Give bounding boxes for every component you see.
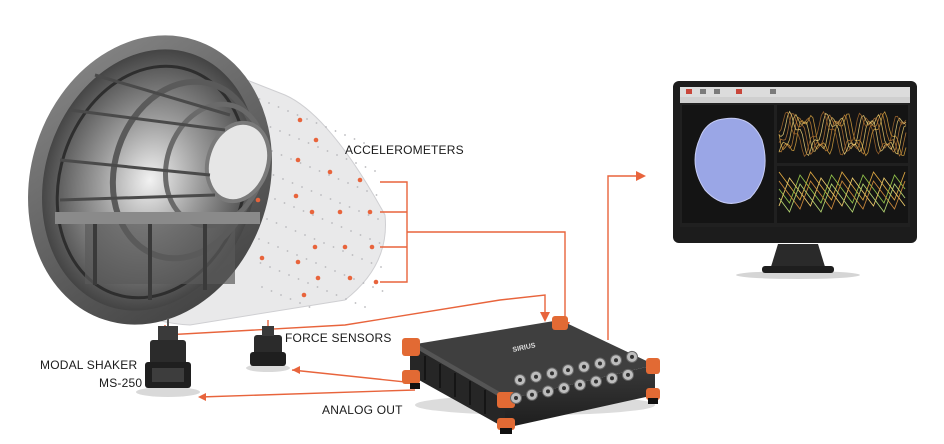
bnc-connector [578,360,590,373]
analog-out-line-1 [291,369,416,384]
bnc-connector [526,388,538,401]
accelerometer-point [373,279,379,285]
accelerometer-point [337,209,343,215]
accelerometer-point [312,244,318,250]
toolbar-icons [686,89,776,94]
bnc-connector [530,370,542,383]
accelerometer-point [259,255,265,261]
bnc-connector [514,374,526,386]
bnc-connector [594,357,606,370]
bnc-connector [606,372,618,385]
device-to-monitor-line [607,175,638,340]
mode-shape [694,117,766,204]
stringers [59,73,231,202]
accelerometer-points [255,117,379,298]
device-feet [410,383,658,434]
bnc-connectors [510,350,638,404]
accelerometer-point [295,259,301,265]
bnc-connector [626,350,638,363]
bnc-connector [510,392,522,404]
shaker-icon [136,318,200,397]
accelerometer-point [255,197,261,203]
signal-lines [164,175,638,398]
bnc-connector [610,354,622,367]
bnc-connector [542,385,554,398]
sensor-icon [246,326,290,372]
accelerometer-line [407,231,566,330]
inner-frame-3 [204,120,272,204]
daq-device-icon: SIRIUS [402,316,660,434]
accelerometer-point [313,137,319,143]
accelerometer-point [327,169,333,175]
accelerometer-point [315,275,321,281]
modal-shaker-model-label: MS-250 [99,376,143,390]
floor-support [85,224,235,284]
analog-out-line-2 [199,389,416,398]
cooling-fins [424,356,486,414]
accelerometer-point [347,275,353,281]
accelerometer-point [357,177,363,183]
floor-beam [55,212,260,224]
accelerometer-point [293,193,299,199]
force-sensors-label: FORCE SENSORS [285,331,392,345]
bnc-connector [562,364,574,377]
bnc-connector [574,378,586,391]
analog-out-label: ANALOG OUT [322,403,403,417]
accelerometer-point [295,157,301,163]
modal-shaker-label: MODAL SHAKER [40,358,138,372]
bnc-connector [558,382,570,395]
floor-struts [93,224,207,300]
time-plot [778,171,906,213]
bnc-connector [590,375,602,388]
device-brand: SIRIUS [512,342,537,354]
bnc-connector [546,367,558,380]
accelerometers-label: ACCELEROMETERS [345,143,464,157]
accelerometer-point [301,292,307,298]
accelerometer-point [369,244,375,250]
monitor-icon [673,81,917,279]
accelerometer-point [297,117,303,123]
bnc-connector [622,368,634,381]
accelerometer-point [342,244,348,250]
test-structure-cylinder [28,35,386,326]
accelerometer-point [367,209,373,215]
fft-plot [778,110,907,158]
accelerometer-point [309,209,315,215]
